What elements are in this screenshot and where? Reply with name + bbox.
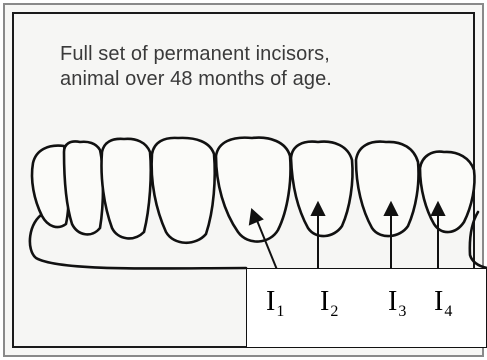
tooth-5 bbox=[216, 138, 291, 242]
label-i1: I1 bbox=[266, 286, 284, 328]
tooth-8 bbox=[420, 152, 475, 232]
label-i2-sub: 2 bbox=[330, 303, 338, 320]
label-i4-letter: I bbox=[434, 286, 443, 317]
label-i1-sub: 1 bbox=[276, 303, 284, 320]
label-i3: I3 bbox=[388, 286, 406, 328]
label-i3-letter: I bbox=[388, 286, 397, 317]
label-i4-sub: 4 bbox=[444, 303, 452, 320]
tooth-6 bbox=[291, 142, 353, 236]
label-i1-letter: I bbox=[266, 286, 275, 317]
label-i3-sub: 3 bbox=[398, 303, 406, 320]
label-i2-letter: I bbox=[320, 286, 329, 317]
tooth-2 bbox=[64, 141, 103, 234]
tooth-3 bbox=[101, 139, 150, 239]
tooth-7 bbox=[356, 142, 419, 236]
label-i2: I2 bbox=[320, 286, 338, 328]
tooth-4 bbox=[152, 138, 215, 243]
label-i4: I4 bbox=[434, 286, 452, 328]
